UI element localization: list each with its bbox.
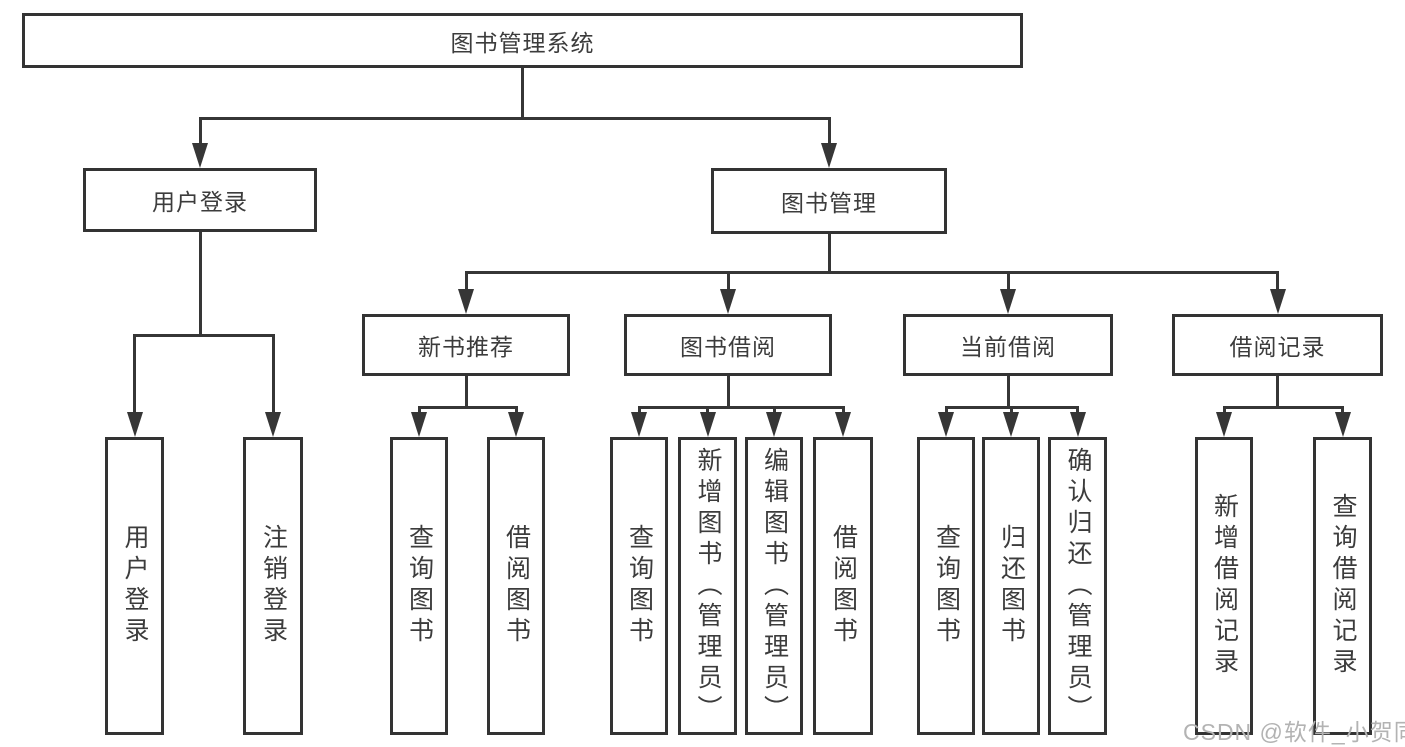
arrowhead-icon [1069,412,1086,437]
arrowhead-icon [1269,289,1286,314]
connector-line [827,234,831,272]
connector-line [726,376,730,407]
node-leaf-query-book-c: 查询图书 [917,437,975,735]
node-label: 查询图书 [625,524,654,648]
csdn-watermark: CSDN @软件_小贺同学 [1183,719,1405,745]
arrowhead-icon [821,143,837,168]
arrowhead-icon [1000,289,1016,314]
node-label: 编辑图书（管理员） [760,446,789,726]
node-label: 查询图书 [932,524,961,648]
arrowhead-icon [699,412,716,437]
connector-line [1006,272,1010,302]
node-current-borrow: 当前借阅 [903,314,1113,376]
connector-line [133,335,136,425]
node-label: 新增借阅记录 [1210,493,1239,679]
node-leaf-borrow-book-a: 借阅图书 [487,437,545,735]
node-leaf-add-book: 新增图书（管理员） [678,437,737,735]
connector-line [417,405,518,409]
connector-line [1222,405,1344,409]
connector-line [827,118,831,156]
connector-line [464,270,1279,274]
connector-line [521,68,524,118]
connector-line [637,405,845,409]
arrowhead-icon [720,289,736,314]
connector-line [271,335,275,425]
node-leaf-edit-book: 编辑图书（管理员） [745,437,803,735]
connector-line [464,272,468,302]
connector-line [464,376,468,407]
node-label: 图书管理 [781,190,877,216]
node-label: 查询图书 [405,524,434,648]
connector-line [198,232,202,335]
node-leaf-user-login: 用户登录 [105,437,164,735]
arrowhead-icon [192,143,208,168]
node-label: 新增图书（管理员） [694,446,722,726]
arrowhead-icon [938,412,954,437]
arrowhead-icon [458,289,474,314]
connector-line [726,272,730,302]
arrowhead-icon [835,412,851,437]
node-label: 当前借阅 [960,334,1056,360]
node-book-borrow: 图书借阅 [624,314,832,376]
arrowhead-icon [508,412,524,437]
arrowhead-icon [631,412,647,437]
node-label: 借阅图书 [502,524,531,648]
node-leaf-logout: 注销登录 [243,437,303,735]
node-label: 确认归还（管理员） [1064,446,1092,726]
node-label: 用户登录 [121,524,149,648]
node-leaf-query-record: 查询借阅记录 [1313,437,1372,735]
node-leaf-query-book-a: 查询图书 [390,437,448,735]
connector-line [198,118,202,156]
node-label: 新书推荐 [418,334,514,360]
node-label: 借阅记录 [1229,334,1326,360]
connector-line [1276,272,1279,302]
connector-line [133,333,275,337]
node-label: 图书管理系统 [450,29,595,56]
node-label: 注销登录 [259,524,288,648]
arrowhead-icon [126,412,143,437]
connector-line [198,116,831,120]
node-label: 查询借阅记录 [1329,493,1357,679]
node-leaf-return-book: 归还图书 [982,437,1040,735]
node-leaf-query-book-b: 查询图书 [610,437,668,735]
node-label: 归还图书 [997,524,1026,648]
node-borrow-records: 借阅记录 [1172,314,1383,376]
node-leaf-borrow-book-b: 借阅图书 [813,437,873,735]
node-label: 图书借阅 [680,334,776,360]
connector-line [1276,376,1279,407]
node-leaf-confirm-return: 确认归还（管理员） [1048,437,1107,735]
connector-line [1006,376,1010,407]
node-label: 用户登录 [152,189,248,215]
arrowhead-icon [265,412,281,437]
node-new-book-rec: 新书推荐 [362,314,570,376]
node-leaf-add-record: 新增借阅记录 [1195,437,1253,735]
arrowhead-icon [1003,412,1019,437]
node-root: 图书管理系统 [22,13,1023,68]
arrowhead-icon [1216,412,1232,437]
arrowhead-icon [411,412,427,437]
node-label: 借阅图书 [829,524,858,648]
arrowhead-icon [766,412,782,437]
arrowhead-icon [1334,412,1351,437]
node-user-login: 用户登录 [83,168,317,232]
node-book-mgmt: 图书管理 [711,168,947,234]
